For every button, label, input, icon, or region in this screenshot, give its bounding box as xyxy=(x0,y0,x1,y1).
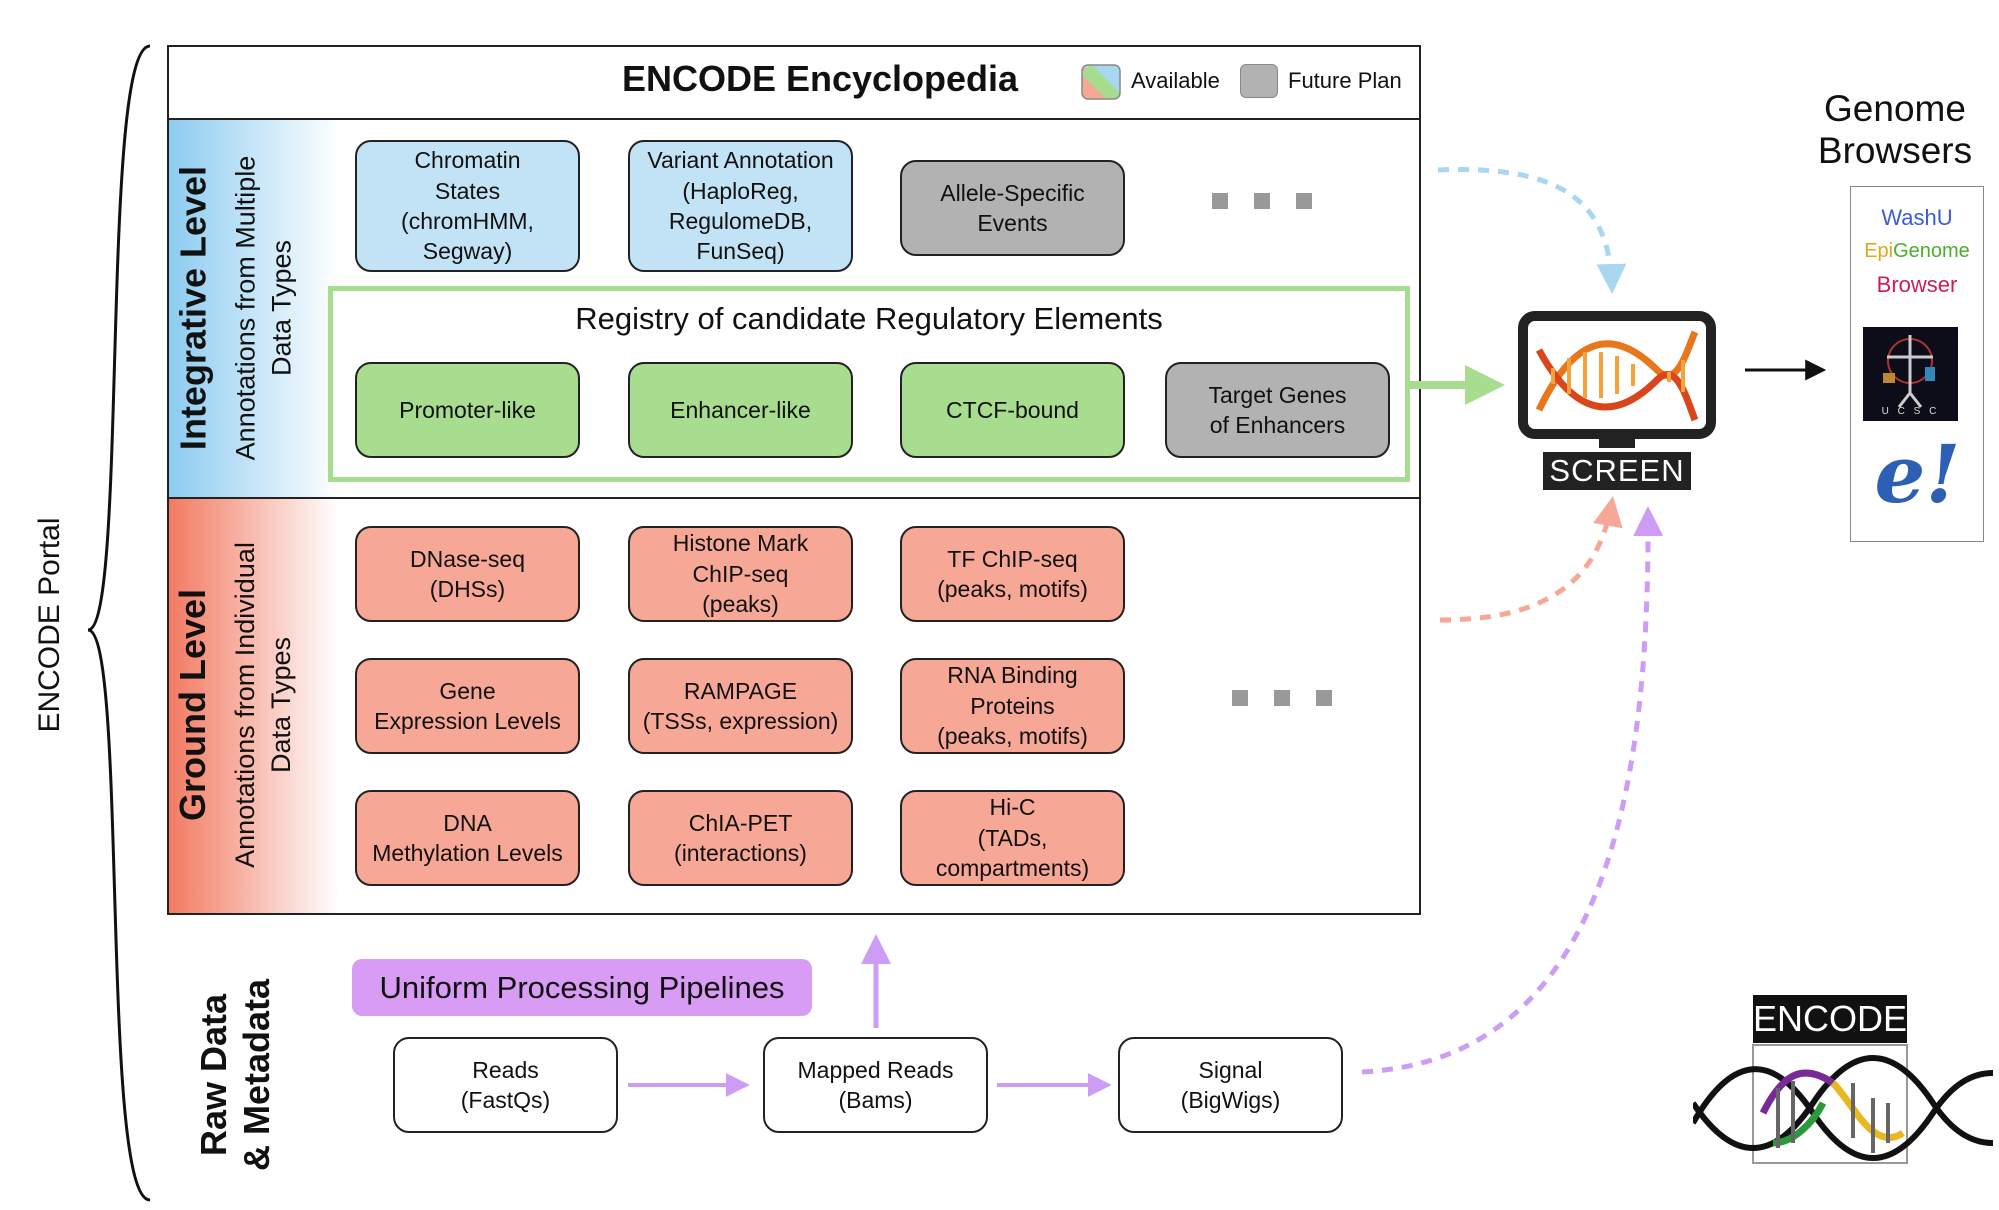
chia-pet-box: ChIA-PET (interactions) xyxy=(628,790,853,886)
registry-title: Registry of candidate Regulatory Element… xyxy=(575,301,1163,336)
levels-divider xyxy=(167,497,1421,499)
rna-binding-box: RNA Binding Proteins (peaks, motifs) xyxy=(900,658,1125,754)
encode-dna-logo-icon xyxy=(1693,1044,1994,1164)
mapped-reads-box: Mapped Reads (Bams) xyxy=(763,1037,988,1133)
tf-chip-box: TF ChIP-seq (peaks, motifs) xyxy=(900,526,1125,622)
genome-text: Genome xyxy=(1893,240,1970,262)
ground-more-dots xyxy=(1232,690,1332,706)
ctcf-bound-box: CTCF-bound xyxy=(900,362,1125,458)
histone-chip-box: Histone Mark ChIP-seq (peaks) xyxy=(628,526,853,622)
encode-logo-label: ENCODE xyxy=(1753,995,1907,1043)
ucsc-logo-icon: U C S C xyxy=(1863,327,1958,421)
gene-expression-box: Gene Expression Levels xyxy=(355,658,580,754)
ensembl-logo-icon: e! xyxy=(1874,427,1961,521)
chromatin-states-box: Chromatin States (chromHMM, Segway) xyxy=(355,140,580,272)
screen-label: SCREEN xyxy=(1543,452,1691,490)
allele-specific-box: Allele-Specific Events xyxy=(900,160,1125,256)
dna-methylation-box: DNA Methylation Levels xyxy=(355,790,580,886)
ucsc-letters: U C S C xyxy=(1881,406,1940,417)
browsers-panel xyxy=(1850,186,1984,542)
promoter-like-box: Promoter-like xyxy=(355,362,580,458)
hi-c-box: Hi-C (TADs, compartments) xyxy=(900,790,1125,886)
legend-future-label: Future Plan xyxy=(1288,68,1402,93)
reads-box: Reads (FastQs) xyxy=(393,1037,618,1133)
epi-text: Epi xyxy=(1864,240,1894,262)
legend-future-swatch xyxy=(1240,64,1278,98)
browser-label: Browser xyxy=(1876,272,1958,297)
signal-to-screen-arrow xyxy=(1361,506,1664,1075)
monitor-icon xyxy=(1518,311,1716,448)
integrative-more-dots xyxy=(1212,193,1312,209)
legend-available-swatch xyxy=(1081,64,1121,100)
genome-browsers-title: Genome Browsers xyxy=(1817,88,1973,171)
curly-brace-icon xyxy=(87,44,151,1202)
ground-to-screen-arrow xyxy=(1439,496,1623,623)
integrative-to-screen-arrow xyxy=(1437,167,1627,294)
dnase-seq-box: DNase-seq (DHSs) xyxy=(355,526,580,622)
signal-box: Signal (BigWigs) xyxy=(1118,1037,1343,1133)
epigenome-label: EpiGenome xyxy=(1852,240,1982,263)
ground-gradient xyxy=(169,499,339,913)
washu-label: WashU xyxy=(1881,205,1953,230)
target-genes-box: Target Genes of Enhancers xyxy=(1165,362,1390,458)
legend-available-label: Available xyxy=(1131,68,1220,93)
integrative-gradient xyxy=(169,120,339,497)
enhancer-like-box: Enhancer-like xyxy=(628,362,853,458)
registry-frame xyxy=(328,286,1410,482)
rampage-box: RAMPAGE (TSSs, expression) xyxy=(628,658,853,754)
pipeline-label: Uniform Processing Pipelines xyxy=(352,959,812,1016)
dna-helix-icon xyxy=(1535,330,1699,422)
variant-annotation-box: Variant Annotation (HaploReg, RegulomeDB… xyxy=(628,140,853,272)
encyclopedia-title: ENCODE Encyclopedia xyxy=(621,58,1019,99)
encyclopedia-header-divider xyxy=(167,118,1421,120)
